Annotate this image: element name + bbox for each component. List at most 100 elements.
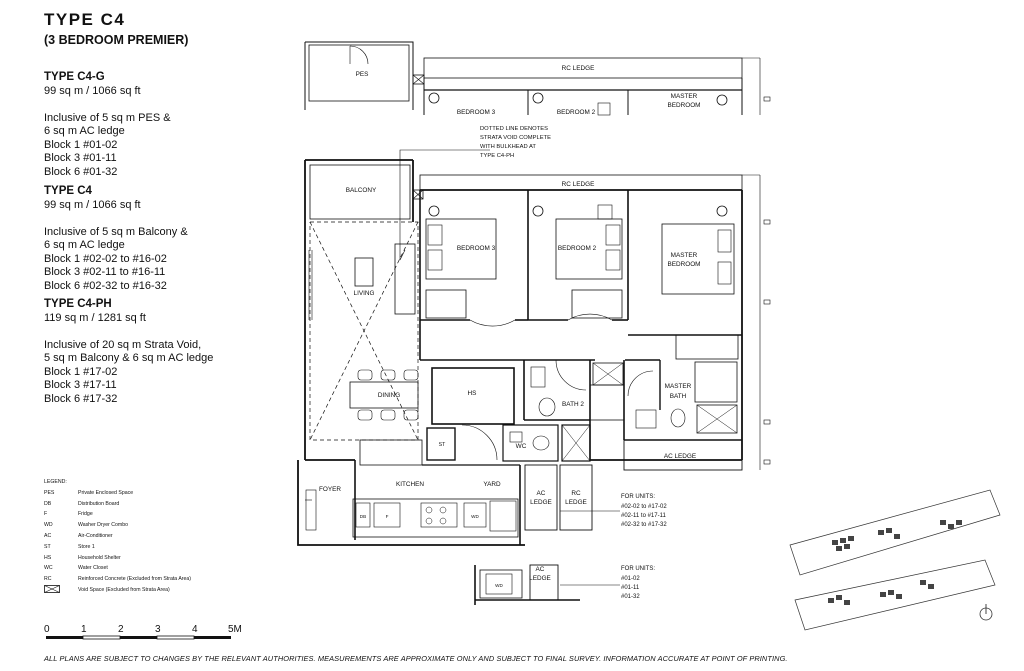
db-label: DB: [360, 514, 366, 519]
legend-key: WD: [44, 522, 53, 529]
bedroom3-label: BEDROOM 3: [457, 245, 496, 252]
type-info-c4-ph: TYPE C4-PH 119 sq m / 1281 sq ft Inclusi…: [44, 298, 274, 406]
plan-subtitle: (3 BEDROOM PREMIER): [44, 33, 189, 47]
fridge-label: F: [386, 514, 389, 519]
kitchen-label: KITCHEN: [396, 481, 424, 488]
void-space-icon: [44, 585, 78, 598]
legend-key: WC: [44, 565, 53, 572]
foyer-kitchen-walls: [297, 439, 593, 546]
units-note-title: FOR UNITS:: [621, 494, 655, 500]
master-bedroom-label: BEDROOM: [667, 261, 700, 268]
units-note-line: #01-02: [621, 576, 640, 582]
void-note-line: TYPE C4-PH: [480, 153, 514, 159]
legend-desc: Reinforced Concrete (Excluded from Strat…: [78, 576, 192, 583]
master-bath-label: MASTER: [665, 383, 692, 390]
pes-label: PES: [356, 71, 369, 78]
master-bath-label: BATH: [670, 393, 687, 400]
legend-key: AC: [44, 532, 52, 539]
legend-key: ST: [44, 543, 51, 550]
legend-desc: Water Closet: [78, 565, 108, 572]
type-detail: Inclusive of 20 sq m Strata Void,: [44, 338, 202, 351]
scale-tick-label: 4: [192, 624, 198, 635]
legend-row: PES Private Enclosed Space: [44, 488, 191, 499]
top-rc-ledge-label: RC LEDGE: [562, 65, 595, 72]
units-note-line: #02-02 to #17-02: [621, 504, 667, 510]
type-detail: Block 6 #01-32: [44, 165, 118, 178]
scale-tick-label: 1: [81, 624, 87, 635]
type-name: TYPE C4: [44, 185, 92, 197]
scale-bar: 0 1 2 3 4 5M: [44, 623, 259, 650]
type-detail: Inclusive of 5 sq m Balcony &: [44, 225, 188, 238]
bottom-ac-ledge-label: AC: [536, 566, 545, 573]
type-detail: Block 6 #02-32 to #16-32: [44, 279, 167, 292]
bottom-ac-ledge-label: LEDGE: [529, 575, 551, 582]
legend-row: WC Water Closet: [44, 563, 191, 574]
bottom-strip-plan: [474, 564, 620, 605]
type-detail: Block 6 #17-32: [44, 392, 118, 405]
top-master-bedroom-label: BEDROOM: [667, 102, 700, 109]
void-note-line: STRATA VOID COMPLETE: [480, 135, 551, 141]
rc-ledge-small-label: RC: [571, 490, 581, 497]
ac-ledge-label: LEDGE: [530, 499, 552, 506]
foyer-label: FOYER: [319, 486, 341, 493]
type-detail: Block 1 #17-02: [44, 365, 118, 378]
rc-ledge-small-label: LEDGE: [565, 499, 587, 506]
legend-key: DB: [44, 500, 52, 507]
scale-tick-label: 0: [44, 624, 50, 635]
top-bedroom2-label: BEDROOM 2: [557, 109, 596, 116]
legend-key: RC: [44, 576, 52, 583]
legend-title: LEGEND:: [44, 479, 67, 485]
ac-ledge-right-outline: [623, 439, 743, 471]
scale-tick-label: 2: [118, 624, 124, 635]
units-note-title: FOR UNITS:: [621, 566, 655, 572]
legend-desc: Private Enclosed Space: [78, 489, 134, 496]
legend-desc: Void Space (Excluded from Strata Area): [78, 586, 170, 593]
legend: LEGEND: PES Private Enclosed Space DB Dist…: [44, 477, 191, 598]
key-plan-map: [789, 489, 1001, 631]
legend-row: DB Distribution Board: [44, 499, 191, 510]
type-info-c4: TYPE C4 99 sq m / 1066 sq ft Inclusive o…: [44, 185, 274, 293]
type-area: 119 sq m / 1281 sq ft: [44, 311, 146, 324]
void-note-line: WITH BULKHEAD AT: [480, 144, 536, 150]
legend-desc: Distribution Board: [78, 500, 120, 507]
yard-label: YARD: [483, 481, 501, 488]
void-note-line: DOTTED LINE DENOTES: [480, 126, 548, 132]
legend-desc: Household Shelter: [78, 554, 121, 561]
bedroom2-label: BEDROOM 2: [558, 245, 597, 252]
legend-row: Void Space (Excluded from Strata Area): [44, 585, 191, 598]
units-note-line: #02-11 to #17-11: [621, 513, 666, 519]
ac-ledge-right-label: AC LEDGE: [664, 453, 696, 460]
type-detail: Block 3 #01-11: [44, 152, 117, 164]
legend-desc: Washer Dryer Combo: [78, 522, 128, 529]
hs-label: HS: [468, 390, 477, 397]
st-label: ST: [439, 442, 446, 448]
top-master-bedroom-label: MASTER: [671, 93, 698, 100]
note-leader-line: [399, 149, 490, 260]
living-label: LIVING: [354, 290, 375, 297]
legend-key: PES: [44, 489, 55, 496]
dining-label: DINING: [378, 392, 400, 399]
type-detail: 5 sq m Balcony & 6 sq m AC ledge: [44, 352, 214, 364]
service-core-walls: [420, 359, 742, 460]
bath2-label: BATH 2: [562, 401, 584, 408]
bottom-wd-label: WD: [495, 583, 503, 588]
units-note-line: #01-11: [621, 585, 640, 591]
ac-ledge-label: AC: [537, 490, 546, 497]
legend-row: RC Reinforced Concrete (Excluded from Str…: [44, 574, 191, 585]
type-name: TYPE C4-PH: [44, 298, 112, 310]
wd-label: WD: [471, 514, 479, 519]
units-note-line: #02-32 to #17-32: [621, 522, 667, 528]
type-detail: Block 1 #02-02 to #16-02: [44, 252, 167, 265]
bedroom-2-walls: [528, 190, 629, 321]
rc-ledge-band: [419, 174, 743, 191]
type-area: 99 sq m / 1066 sq ft: [44, 84, 141, 97]
units-note-line: #01-32: [621, 594, 640, 600]
rc-ledge-label: RC LEDGE: [562, 181, 595, 188]
plan-title: TYPE C4: [44, 10, 126, 29]
type-detail: 6 sq m AC ledge: [44, 239, 125, 251]
scale-tick-label: 3: [155, 624, 161, 635]
